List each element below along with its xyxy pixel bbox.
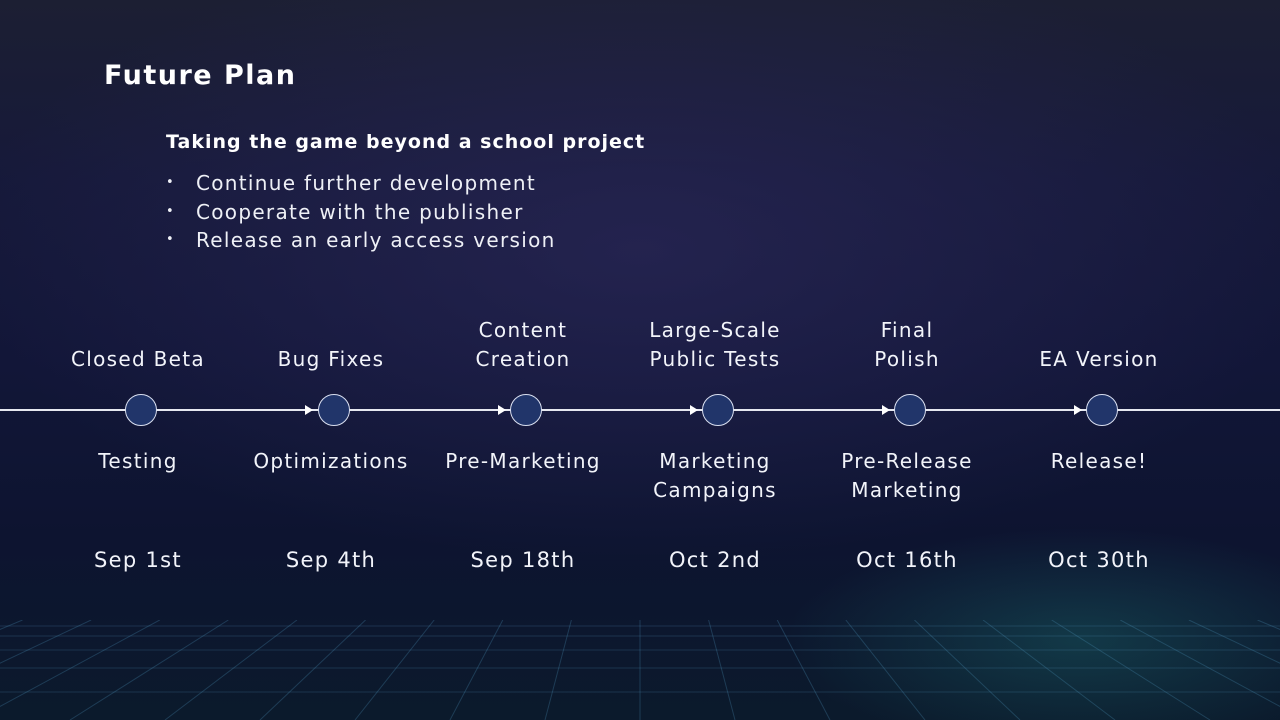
grid-line — [914, 620, 1021, 720]
grid-line — [449, 620, 504, 720]
milestone-date: Oct 2nd — [668, 548, 762, 572]
milestone-date: Oct 16th — [856, 548, 958, 572]
milestone-phase-line: Polish — [874, 347, 940, 371]
milestone-node — [510, 394, 542, 426]
milestone-phase-line: Closed Beta — [71, 347, 205, 371]
milestone-phase: Closed Beta — [38, 316, 238, 374]
grid-line — [708, 620, 736, 720]
milestone-phase-line: Creation — [475, 347, 571, 371]
bullet-item: Release an early access version — [166, 226, 556, 255]
bullet-item: Continue further development — [166, 169, 556, 198]
timeline-arrow-icon — [690, 405, 698, 415]
slide-subtitle: Taking the game beyond a school project — [166, 131, 646, 153]
milestone-activity-line: Campaigns — [653, 478, 777, 502]
milestone-node — [125, 394, 157, 426]
milestone-node — [894, 394, 926, 426]
slide-title: Future Plan — [104, 60, 297, 91]
milestone-activity-line: Marketing — [851, 478, 963, 502]
milestone-date: Sep 18th — [470, 548, 576, 572]
milestone-phase-line: Content — [478, 318, 568, 342]
timeline-arrow-icon — [882, 405, 890, 415]
milestone-node — [318, 394, 350, 426]
milestone-phase-line: EA Version — [1039, 347, 1159, 371]
perspective-grid-floor — [0, 620, 1280, 720]
milestone-phase-line: Public Tests — [649, 347, 781, 371]
milestone-phase: EA Version — [999, 316, 1199, 374]
grid-line — [982, 620, 1116, 720]
grid-line — [776, 620, 831, 720]
grid-line — [354, 620, 435, 720]
milestone-activity-line: Release! — [1050, 449, 1148, 473]
milestone-phase-line: Large-Scale — [649, 318, 781, 342]
grid-line — [0, 620, 92, 664]
milestone-phase: Bug Fixes — [231, 316, 431, 374]
milestone-activity: Optimizations — [231, 447, 431, 476]
milestone-activity: Pre-Marketing — [423, 447, 623, 476]
grid-line — [164, 620, 298, 720]
grid-line — [544, 620, 572, 720]
bullet-item: Cooperate with the publisher — [166, 198, 556, 227]
timeline-arrow-icon — [498, 405, 506, 415]
grid-line — [69, 620, 229, 720]
milestone-activity-line: Testing — [98, 449, 178, 473]
bullet-list: Continue further development Cooperate w… — [166, 169, 556, 255]
milestone-activity-line: Pre-Release — [841, 449, 973, 473]
milestone-activity: Release! — [999, 447, 1199, 476]
milestone-activity-line: Optimizations — [253, 449, 409, 473]
grid-line — [259, 620, 366, 720]
milestone-activity-line: Marketing — [659, 449, 771, 473]
grid-line — [1188, 620, 1280, 664]
milestone-node — [1086, 394, 1118, 426]
milestone-date: Sep 4th — [285, 548, 377, 572]
milestone-node — [702, 394, 734, 426]
milestone-activity-line: Pre-Marketing — [445, 449, 601, 473]
milestone-phase-line: Final — [880, 318, 934, 342]
milestone-date: Oct 30th — [1048, 548, 1150, 572]
timeline-arrow-icon — [305, 405, 313, 415]
timeline-line — [0, 409, 1280, 411]
timeline-arrow-icon — [1074, 405, 1082, 415]
grid-line — [1051, 620, 1211, 720]
grid-line — [845, 620, 926, 720]
grid-line — [1120, 620, 1280, 708]
milestone-phase-line: Bug Fixes — [277, 347, 385, 371]
grid-line — [0, 620, 160, 708]
milestone-date: Sep 1st — [94, 548, 182, 572]
milestone-activity: Testing — [38, 447, 238, 476]
